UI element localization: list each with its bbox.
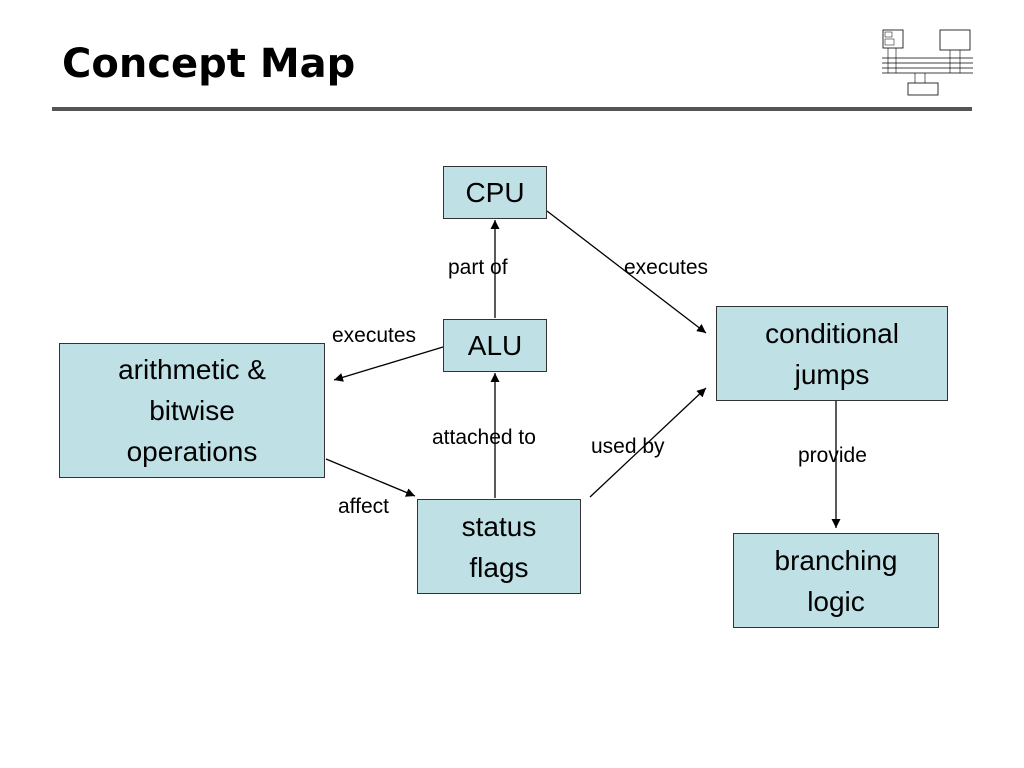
node-status-flags: status flags (417, 499, 581, 594)
node-branching-logic: branching logic (733, 533, 939, 628)
edge-cpu-executes-conditional-jumps (546, 210, 707, 334)
edge-label-used-by: used by (591, 435, 665, 458)
computer-architecture-thumbnail-icon (880, 28, 975, 98)
edge-label-executes-cpu: executes (624, 256, 709, 279)
edge-status-flags-used-by-conditional-jumps (589, 387, 707, 498)
edge-label-provide: provide (798, 444, 867, 467)
slide-title: Concept Map (62, 41, 356, 87)
node-conditional-jumps: conditional jumps (716, 306, 948, 401)
edge-label-executes-alu: executes (332, 324, 417, 347)
edge-alu-executes-arithmetic (333, 346, 444, 382)
edge-label-part-of: part of (448, 256, 508, 279)
node-alu: ALU (443, 319, 547, 372)
title-divider (52, 107, 972, 111)
edge-label-attached-to: attached to (432, 426, 536, 449)
node-cpu: CPU (443, 166, 547, 219)
edge-label-affect: affect (338, 495, 389, 518)
edge-arithmetic-affect-status-flags (325, 458, 416, 497)
node-arithmetic-bitwise-operations: arithmetic & bitwise operations (59, 343, 325, 478)
